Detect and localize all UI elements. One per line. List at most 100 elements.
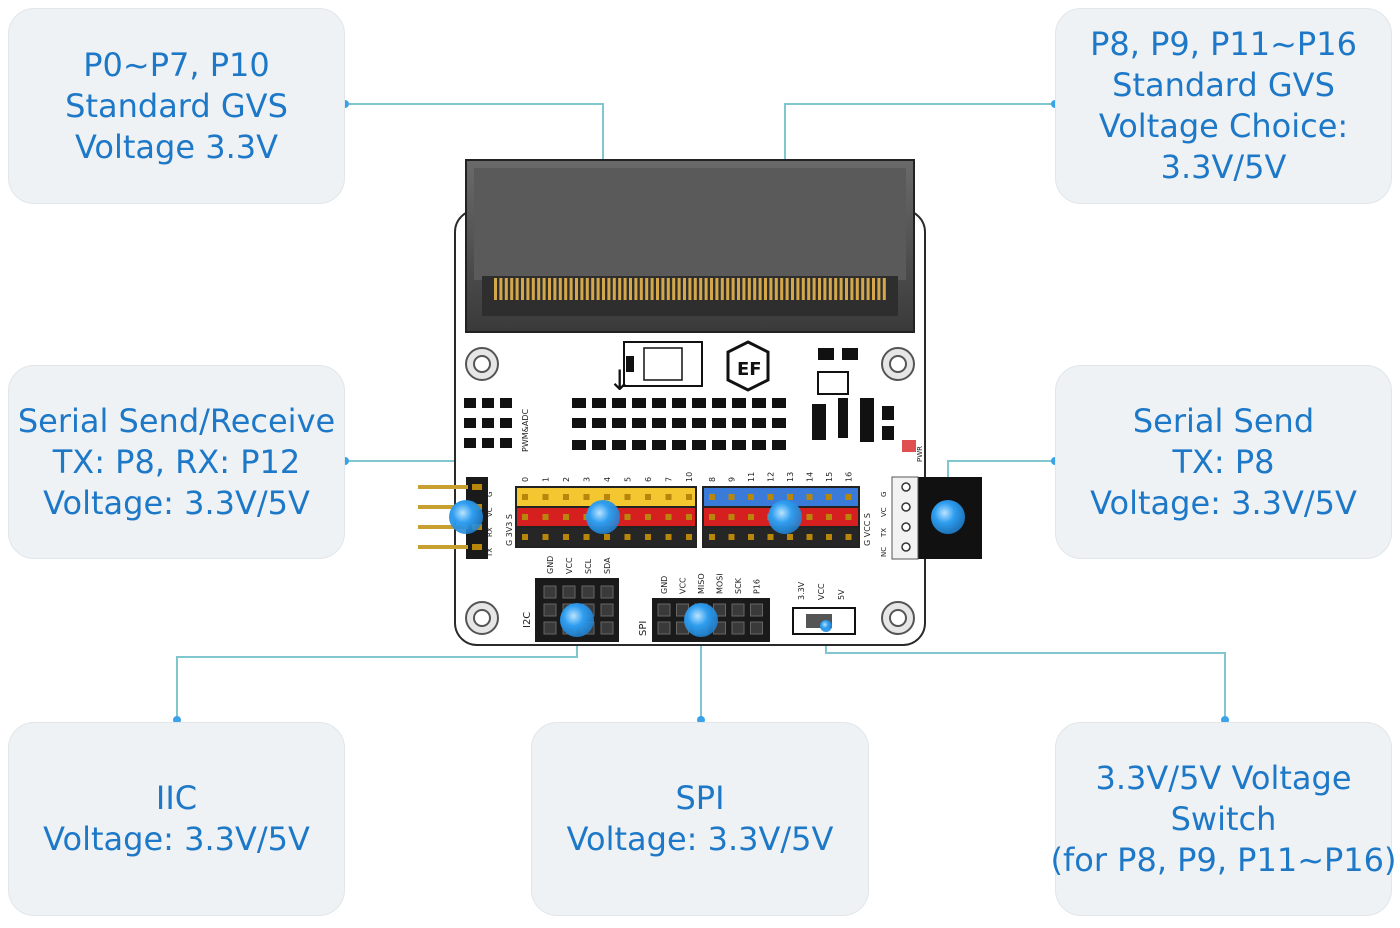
smd-part [838, 398, 848, 438]
connector-finger [499, 278, 503, 300]
serial-pin [418, 485, 468, 489]
i2c-pin [600, 603, 614, 617]
connector-finger [715, 278, 719, 300]
header-pin [709, 534, 715, 540]
smd-part [712, 398, 726, 408]
connector-finger [785, 278, 789, 300]
pin-label: 12 [767, 472, 776, 482]
header-pin [767, 534, 774, 540]
header-pin [522, 534, 528, 540]
i2c-label: I2C [522, 612, 533, 628]
smd-part [732, 398, 746, 408]
connector-finger [769, 278, 773, 300]
spi-pin [731, 603, 745, 617]
header-pin [665, 534, 672, 540]
svg-text:PWR: PWR [916, 446, 924, 462]
smd-part [592, 418, 606, 428]
smd-part [632, 418, 646, 428]
smd-part [752, 440, 766, 450]
connector-finger [580, 278, 584, 300]
smd-part [482, 418, 494, 428]
connector-finger [526, 278, 530, 300]
pin-label: SCK [734, 577, 743, 594]
connector-finger [629, 278, 632, 300]
connector-finger [753, 278, 757, 300]
connector-finger [731, 278, 735, 300]
smd-part [612, 418, 626, 428]
header-pin [826, 534, 832, 540]
header-pin [542, 514, 549, 520]
power-led [902, 440, 916, 452]
callout-voltage-switch: 3.3V/5V Voltage Switch (for P8, P9, P11~… [1051, 722, 1397, 916]
header-pin [748, 534, 754, 540]
pin-label: G [880, 492, 888, 497]
serial-pin [901, 542, 911, 552]
header-pin [845, 494, 852, 500]
smd-part [772, 418, 786, 428]
smd-part [652, 418, 666, 428]
pin-label: P16 [753, 579, 762, 594]
smd-part [882, 426, 894, 440]
dot-switch [820, 620, 832, 632]
connector-finger [780, 278, 784, 300]
pin-label: 15 [825, 472, 834, 482]
pin-label: 14 [806, 472, 815, 482]
header-pin [645, 494, 651, 500]
ef-logo [726, 340, 770, 392]
connector-finger [510, 278, 514, 300]
smd-part [692, 398, 706, 408]
header-pin [806, 514, 813, 520]
connector-finger [661, 278, 665, 300]
header-pin [604, 534, 610, 540]
header-pin [542, 534, 549, 540]
pin-label: VCC [679, 577, 688, 594]
connector-finger [877, 278, 881, 300]
connector-finger [801, 278, 805, 300]
smd-part [692, 418, 706, 428]
spi-pin [750, 621, 763, 635]
header-pin [806, 534, 813, 540]
smd-part [500, 398, 512, 408]
smd-part [464, 418, 476, 428]
serial-pin [418, 545, 468, 549]
pin-label: 5 [624, 477, 633, 482]
callout-text: Serial Send TX: P8 Voltage: 3.3V/5V [1090, 401, 1357, 522]
header-pin [583, 534, 590, 540]
header-pin [686, 494, 692, 500]
connector-finger [569, 278, 573, 300]
serial-pin-pad [472, 484, 482, 490]
svg-text:↓: ↓ [608, 364, 631, 397]
smd-part [692, 440, 706, 450]
mounting-holes [465, 347, 915, 635]
smd-part [464, 398, 476, 408]
connector-finger [693, 278, 697, 300]
spi-pin [750, 603, 763, 617]
header-pin [542, 494, 549, 500]
header-pin [522, 514, 528, 520]
smd-part [812, 404, 826, 440]
header-pin [686, 514, 692, 520]
connector-finger [855, 278, 859, 300]
svg-text:EF: EF [737, 359, 762, 380]
smd-part [732, 440, 746, 450]
header-pin [845, 534, 852, 540]
smd-part [572, 398, 586, 408]
connector-finger [720, 278, 724, 300]
connector-finger [839, 278, 843, 300]
header-pin [787, 494, 793, 500]
connector-finger [791, 278, 794, 300]
pin-label: 3 [583, 477, 592, 482]
connector-finger [650, 278, 654, 300]
header-pin [624, 494, 631, 500]
connector-finger [677, 278, 681, 300]
pin-label: 4 [603, 477, 612, 482]
dot-i2c [560, 603, 594, 637]
header-pin [645, 514, 651, 520]
pin-label: G [486, 492, 494, 497]
connector-finger [688, 278, 692, 300]
